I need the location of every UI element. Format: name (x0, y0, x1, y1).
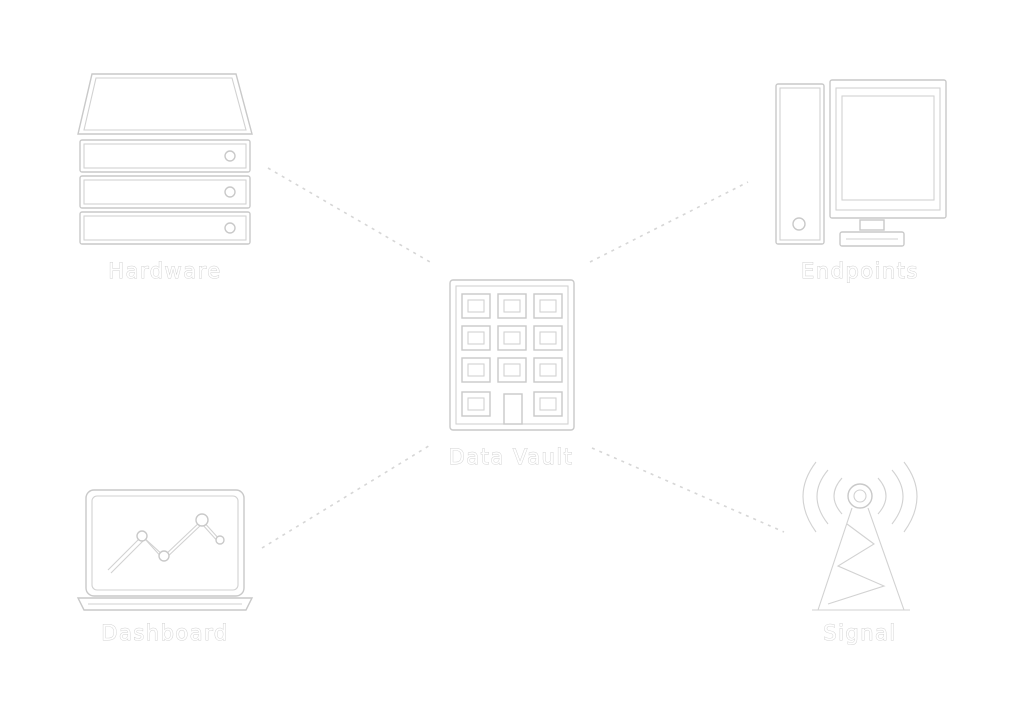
signal-waves-icon (802, 461, 918, 533)
building-door (503, 393, 523, 425)
node-label-center: Data Vault (449, 445, 574, 469)
node-label-signal: Signal (823, 621, 897, 645)
node-label-hardware: Hardware (108, 259, 221, 283)
node-hardware[interactable]: Hardware (77, 73, 253, 283)
node-center[interactable]: Data Vault (448, 279, 575, 469)
connector-endpoints (589, 181, 749, 263)
node-dashboard[interactable]: Dashboard (76, 489, 254, 645)
node-signal[interactable]: Signal (802, 461, 918, 645)
chart-line-icon (107, 513, 225, 574)
server-rack-icon (77, 73, 253, 245)
building-icon (449, 279, 575, 431)
connector-signal (591, 447, 785, 533)
building-windows (461, 293, 563, 417)
connector-hardware (267, 167, 431, 263)
connectors (261, 167, 785, 549)
desktop-computer-icon (775, 79, 947, 247)
node-label-endpoints: Endpoints (801, 259, 919, 283)
laptop-chart-icon (76, 489, 254, 611)
radio-tower-icon (802, 461, 918, 611)
connector-dashboard (261, 443, 433, 549)
node-endpoints[interactable]: Endpoints (775, 79, 947, 283)
node-label-dashboard: Dashboard (101, 621, 228, 645)
